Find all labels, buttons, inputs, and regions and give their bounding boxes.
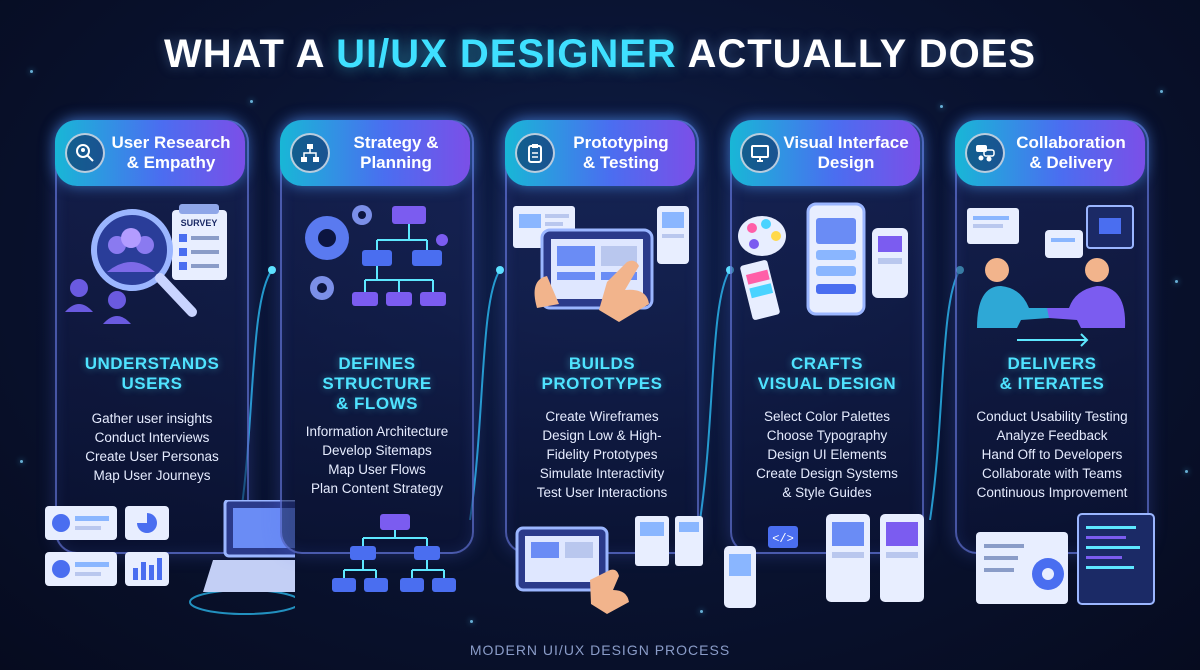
list-item: Collaborate with Teams — [981, 466, 1123, 481]
list-item: Test User Interactions — [536, 485, 668, 500]
prototyping-props — [515, 516, 703, 614]
chat-people-icon — [965, 133, 1005, 173]
card-header: Prototyping& Testing — [505, 120, 695, 186]
list-item: Map User Flows — [328, 462, 426, 477]
card-items: Information Architecture Develop Sitemap… — [282, 422, 472, 498]
survey-label: SURVEY — [181, 218, 218, 228]
sitemap-prop — [332, 514, 456, 592]
list-item: Fidelity Prototypes — [546, 447, 658, 462]
list-item: Choose Typography — [766, 428, 888, 443]
list-item: & Style Guides — [782, 485, 872, 500]
list-item: Map User Journeys — [93, 468, 211, 483]
collaboration-illustration — [967, 205, 1134, 347]
card-title: User Research& Empathy — [111, 133, 231, 172]
list-item: Create Design Systems — [756, 466, 898, 481]
footer-caption: MODERN UI/UX DESIGN PROCESS — [469, 642, 731, 658]
visual-design-illustration — [738, 202, 908, 320]
strategy-illustration — [305, 205, 448, 306]
card-header: Strategy &Planning — [280, 120, 470, 186]
research-props — [45, 500, 295, 615]
monitor-icon — [740, 133, 780, 173]
list-item: Information Architecture — [305, 424, 449, 439]
list-item: Simulate Interactivity — [539, 466, 665, 481]
list-item: Create Wireframes — [545, 409, 659, 424]
card-collaboration: Collaboration& Delivery DELIVERS& ITERAT… — [955, 120, 1149, 554]
clipboard-icon — [515, 133, 555, 173]
research-illustration: SURVEY — [65, 204, 227, 324]
card-title: Collaboration& Delivery — [1016, 133, 1126, 172]
card-items: Gather user insights Conduct Interviews … — [57, 409, 247, 485]
list-item: Select Color Palettes — [763, 409, 891, 424]
list-item: Design UI Elements — [767, 447, 887, 462]
list-item: Analyze Feedback — [996, 428, 1108, 443]
card-user-research: User Research& Empathy SURVEY UNDERSTAND… — [55, 120, 249, 554]
code-label: </> — [772, 532, 794, 546]
list-item: Conduct Interviews — [94, 430, 210, 445]
list-item: Develop Sitemaps — [322, 443, 432, 458]
card-header: User Research& Empathy — [55, 120, 245, 186]
card-items: Select Color Palettes Choose Typography … — [732, 407, 922, 502]
magnifier-users-icon — [65, 133, 105, 173]
visual-design-props: </> — [724, 514, 924, 608]
page-title: WHAT A UI/UX DESIGNER ACTUALLY DOES — [163, 32, 1037, 76]
card-title: Prototyping& Testing — [573, 133, 669, 172]
card-title: Strategy &Planning — [353, 133, 439, 172]
list-item: Hand Off to Developers — [981, 447, 1123, 462]
card-header: Collaboration& Delivery — [955, 120, 1145, 186]
sitemap-icon — [290, 133, 330, 173]
list-item: Design Low & High- — [542, 428, 662, 443]
list-item: Create User Personas — [85, 449, 219, 464]
list-item: Gather user insights — [91, 411, 213, 426]
list-item: Continuous Improvement — [976, 485, 1128, 500]
title-highlight: UI/UX DESIGNER — [336, 32, 677, 76]
card-items: Create Wireframes Design Low & High- Fid… — [507, 407, 697, 502]
list-item: Plan Content Strategy — [310, 481, 444, 496]
card-subtitle: DELIVERS& ITERATES — [999, 354, 1105, 393]
list-item: Conduct Usability Testing — [976, 409, 1128, 424]
collaboration-props — [976, 513, 1155, 605]
card-items: Conduct Usability Testing Analyze Feedba… — [957, 407, 1147, 502]
prototyping-illustration — [513, 206, 689, 322]
